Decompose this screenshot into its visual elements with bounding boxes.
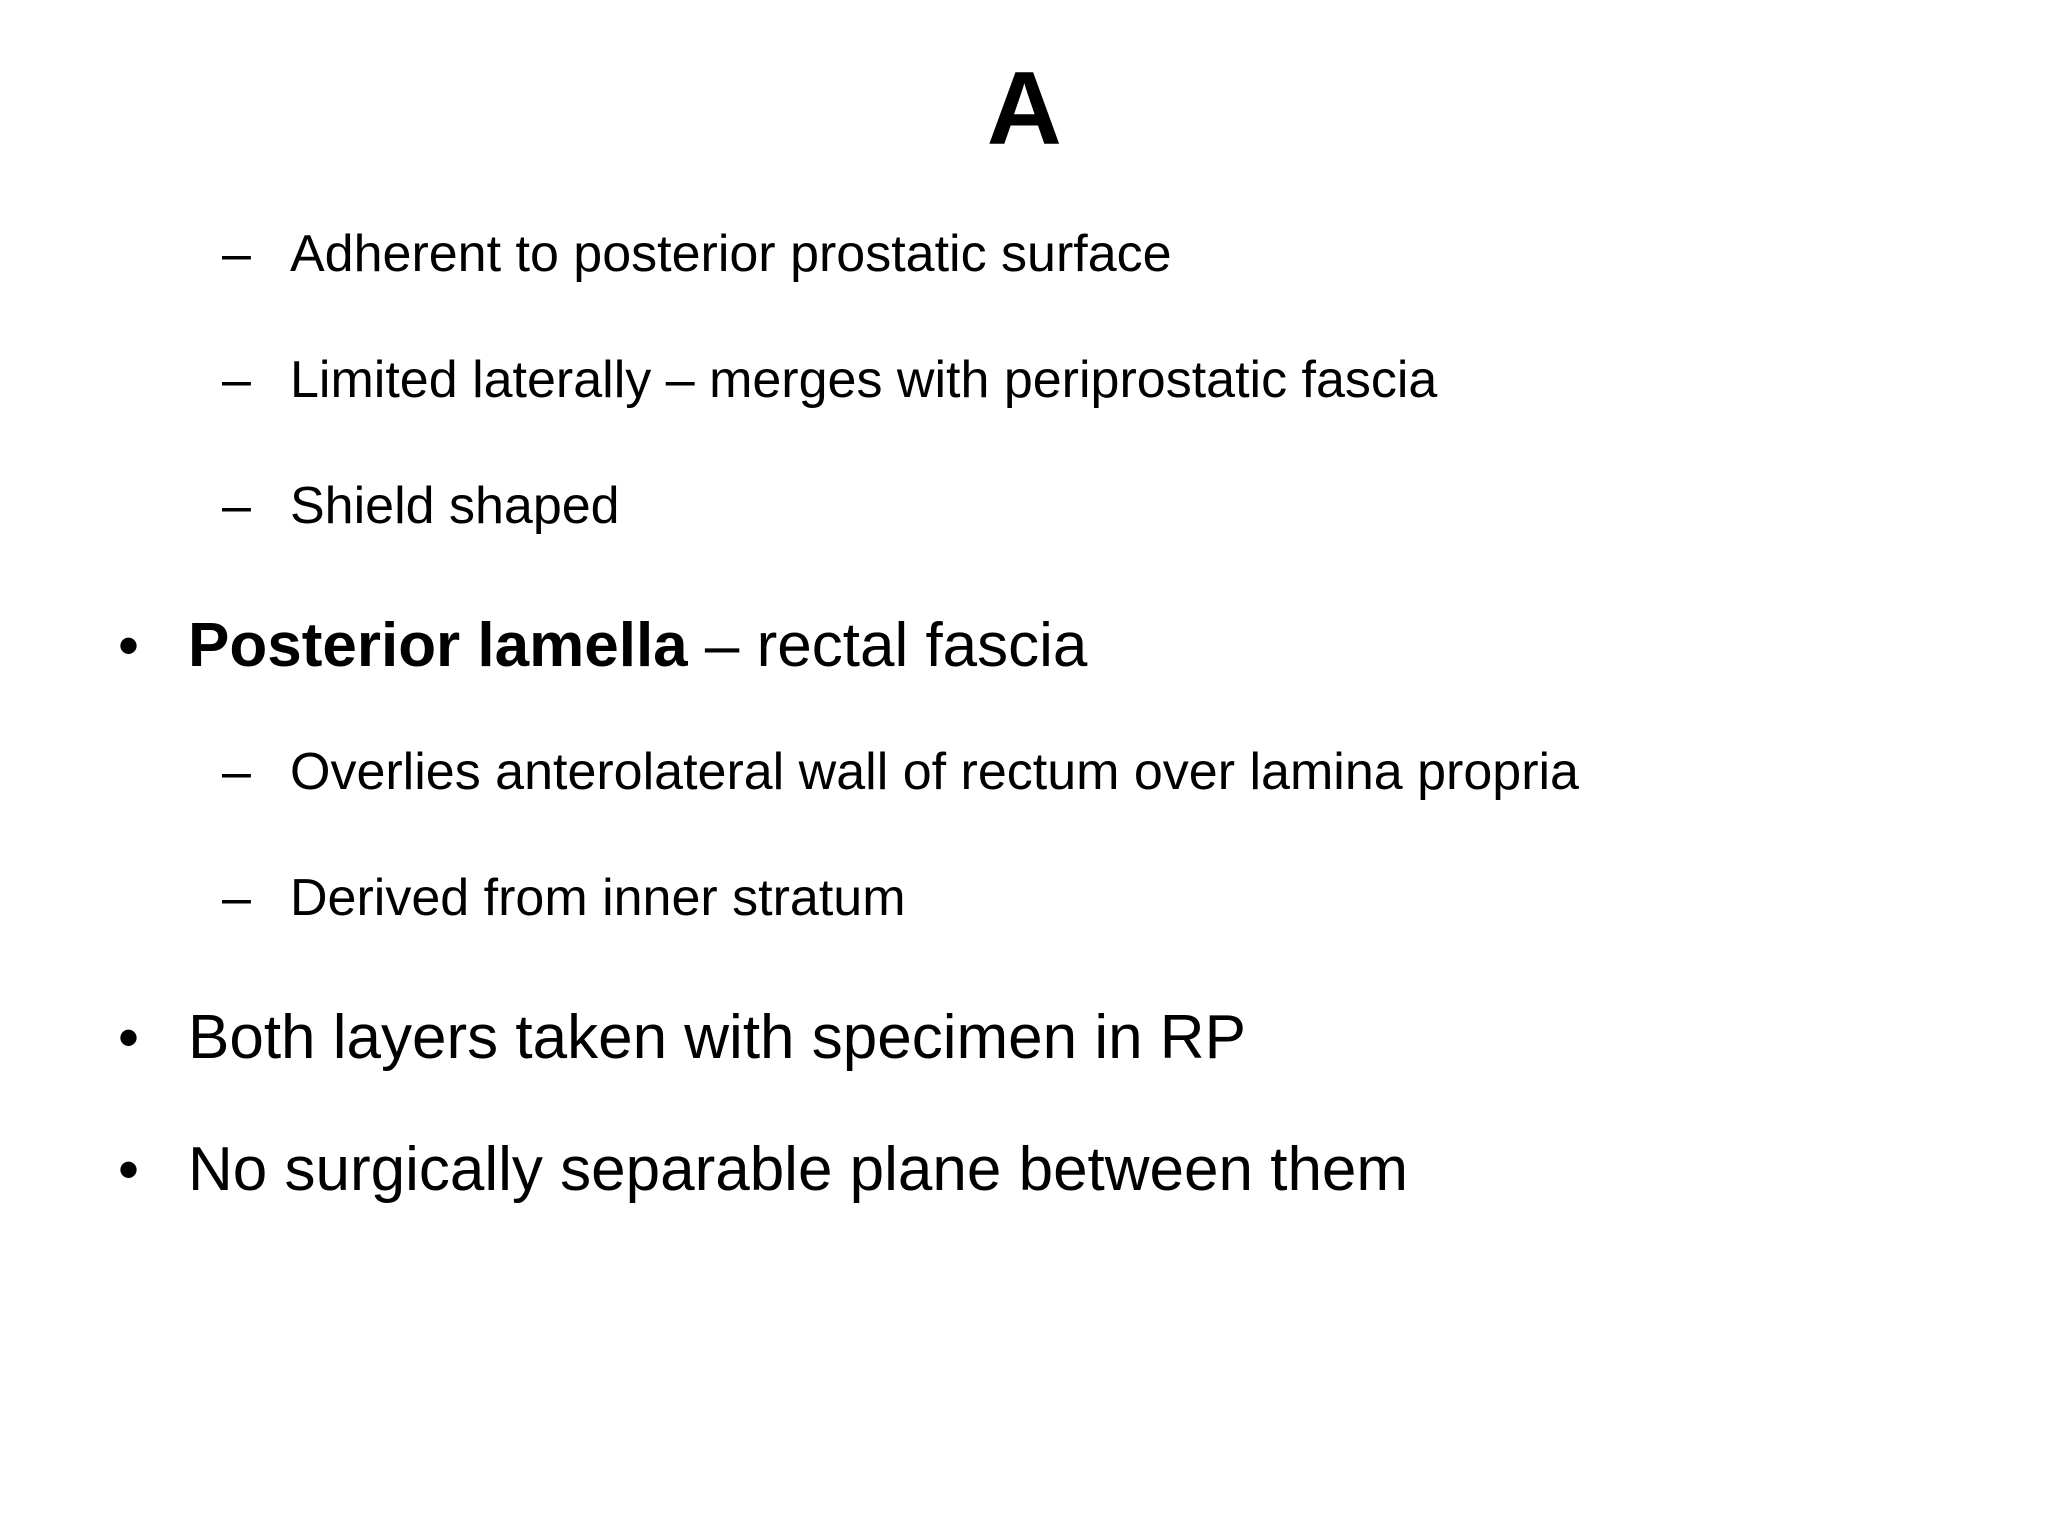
list-item[interactable]: • Both layers taken with specimen in RP (0, 1000, 2048, 1076)
slide-title: A (986, 51, 1062, 167)
list-item[interactable]: – Adherent to posterior prostatic surfac… (0, 222, 2048, 286)
round-bullet-icon: • (118, 1136, 140, 1203)
slide-body-list: – Adherent to posterior prostatic surfac… (0, 222, 2048, 1254)
bullet-text-bold: Posterior lamella (188, 611, 688, 680)
bullet-text: Both layers taken with specimen in RP (188, 1003, 1246, 1072)
list-item[interactable]: – Overlies anterolateral wall of rectum … (0, 740, 2048, 804)
bullet-text: No surgically separable plane between th… (188, 1135, 1409, 1204)
list-item[interactable]: – Derived from inner stratum (0, 866, 2048, 930)
bullet-text: Shield shaped (290, 477, 620, 535)
bullet-text: Posterior lamella – rectal fascia (188, 608, 2048, 684)
dash-bullet-icon: – (222, 869, 251, 927)
bullet-text-regular: – rectal fascia (687, 611, 1088, 680)
list-item[interactable]: – Shield shaped (0, 474, 2048, 538)
dash-bullet-icon: – (222, 743, 251, 801)
list-item[interactable]: • Posterior lamella – rectal fascia (0, 608, 2048, 684)
list-item[interactable]: – Limited laterally – merges with peripr… (0, 348, 2048, 412)
dash-bullet-icon: – (222, 477, 251, 535)
list-item[interactable]: • No surgically separable plane between … (0, 1132, 2048, 1208)
round-bullet-icon: • (118, 612, 140, 679)
dash-bullet-icon: – (222, 225, 251, 283)
bullet-text: Adherent to posterior prostatic surface (290, 225, 1172, 283)
round-bullet-icon: • (118, 1004, 140, 1071)
bullet-text: Derived from inner stratum (290, 869, 906, 927)
dash-bullet-icon: – (222, 351, 251, 409)
bullet-text: Limited laterally – merges with peripros… (290, 351, 1438, 409)
bullet-text: Overlies anterolateral wall of rectum ov… (290, 743, 1579, 801)
